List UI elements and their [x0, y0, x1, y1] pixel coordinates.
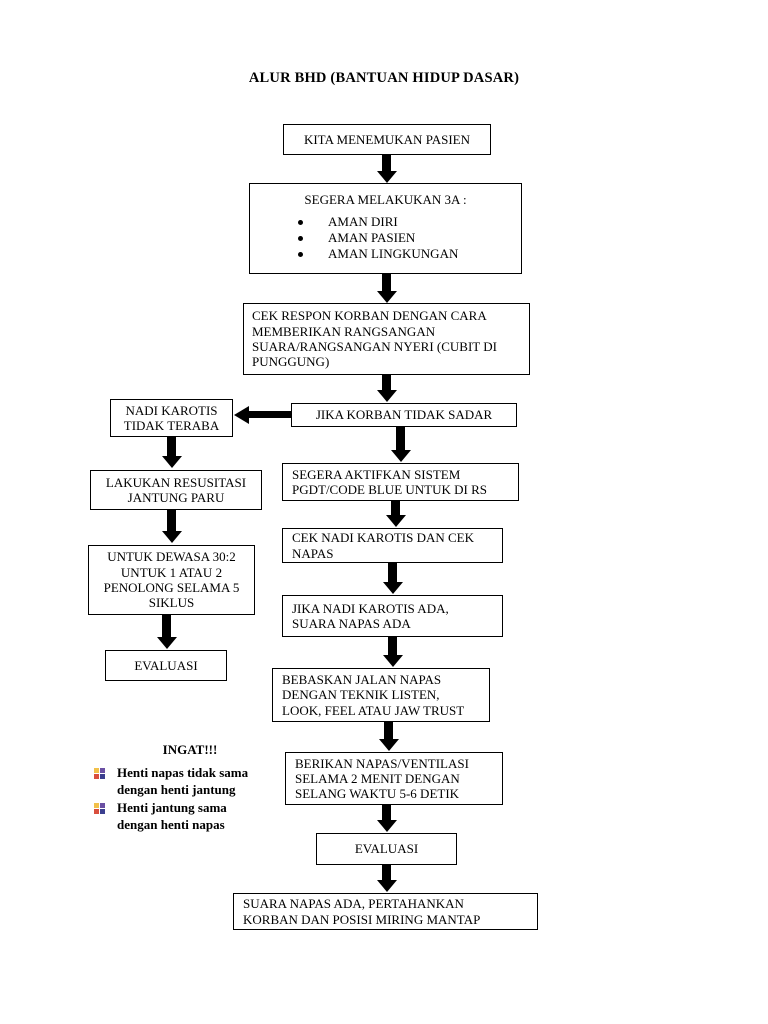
node-text-line-2: SUARA NAPAS ADA [292, 616, 411, 631]
node-text-line-1: LAKUKAN RESUSITASI [105, 474, 247, 490]
note-block: Henti napas tidak sama dengan henti jant… [92, 765, 277, 835]
note-item-line-2: dengan henti jantung [117, 781, 236, 797]
node-text-line-3: SUARA/RANGSANGAN NYERI (CUBIT DI [252, 339, 497, 354]
node-lakukan-resusitasi-jantung-paru: LAKUKAN RESUSITASI JANTUNG PARU [90, 470, 262, 510]
colored-square-bullet-icon [94, 768, 105, 779]
note-item-line-1: Henti napas tidak sama [117, 765, 249, 780]
node-text-line-1: NADI KAROTIS [125, 402, 218, 418]
node-untuk-dewasa-rasio: UNTUK DEWASA 30:2 UNTUK 1 ATAU 2 PENOLON… [88, 545, 255, 615]
connector-n10-to-n11 [388, 563, 397, 583]
node-text-line-2: SELAMA 2 MENIT DENGAN [295, 770, 460, 786]
page-title: ALUR BHD (BANTUAN HIDUP DASAR) [248, 70, 520, 86]
list-item: Henti jantung sama dengan henti napas [92, 800, 277, 834]
node-jika-korban-tidak-sadar: JIKA KORBAN TIDAK SADAR [291, 403, 517, 427]
connector-n9-to-n10 [391, 501, 400, 516]
connector-n5-to-n6 [167, 437, 176, 457]
node-text-line-4: PUNGGUNG) [252, 354, 330, 370]
list-item: AMAN LINGKUNGAN [298, 246, 515, 262]
node-text-line-1: UNTUK DEWASA 30:2 [107, 549, 236, 565]
node-text-line-2: UNTUK 1 ATAU 2 [120, 564, 223, 580]
node-evaluasi-right: EVALUASI [316, 833, 457, 865]
node-text: JIKA KORBAN TIDAK SADAR [315, 407, 493, 423]
node-segera-melakukan-3a: SEGERA MELAKUKAN 3A : AMAN DIRI AMAN PAS… [249, 183, 522, 274]
node-text-line-4: SIKLUS [148, 595, 195, 611]
node-text: EVALUASI [354, 841, 419, 857]
aman-list: AMAN DIRI AMAN PASIEN AMAN LINGKUNGAN [256, 214, 515, 263]
node-text-line-1: CEK RESPON KORBAN DENGAN CARA [252, 308, 487, 324]
node-text-line-3: PENOLONG SELAMA 5 [103, 580, 240, 595]
node-text-line-2: JANTUNG PARU [127, 490, 225, 505]
node-text-line-2: DENGAN TEKNIK LISTEN, [282, 687, 440, 703]
node-text-line-1: SEGERA AKTIFKAN SISTEM [292, 466, 461, 482]
connector-n14-to-n15 [382, 865, 391, 881]
node-berikan-napas-ventilasi: BERIKAN NAPAS/VENTILASI SELAMA 2 MENIT D… [285, 752, 503, 805]
node-text-line-2: PGDT/CODE BLUE UNTUK DI RS [292, 482, 487, 497]
node-text-line-3: LOOK, FEEL ATAU JAW TRUST [282, 702, 465, 718]
colored-square-bullet-icon [94, 802, 105, 814]
node-cek-respon-korban: CEK RESPON KORBAN DENGAN CARA MEMBERIKAN… [243, 303, 530, 375]
note-item-line-2: dengan henti napas [117, 816, 225, 832]
node-text-line-2: KORBAN DAN POSISI MIRING MANTAP [243, 911, 481, 927]
list-item-label: AMAN DIRI [328, 213, 398, 229]
connector-n11-to-n12 [388, 637, 397, 656]
node-text: KITA MENEMUKAN PASIEN [303, 131, 471, 147]
node-text-line-2: NAPAS [292, 545, 334, 561]
node-text-line-1: BERIKAN NAPAS/VENTILASI [295, 755, 469, 771]
list-item: Henti napas tidak sama dengan henti jant… [92, 765, 277, 799]
bullet-dot-icon [298, 235, 303, 241]
node-bebaskan-jalan-napas: BEBASKAN JALAN NAPAS DENGAN TEKNIK LISTE… [272, 668, 490, 722]
connector-n4-to-n9 [396, 427, 405, 451]
node-text-line-1: BEBASKAN JALAN NAPAS [282, 672, 442, 687]
list-item: AMAN DIRI [298, 214, 515, 230]
node-text-line-3: SELANG WAKTU 5-6 DETIK [295, 786, 460, 802]
node-text-line-2: MEMBERIKAN RANGSANGAN [252, 323, 436, 339]
list-item: AMAN PASIEN [298, 230, 515, 246]
node-suara-napas-ada-pertahankan: SUARA NAPAS ADA, PERTAHANKAN KORBAN DAN … [233, 893, 538, 930]
note-item-line-1: Henti jantung sama [117, 799, 227, 815]
node-text-line-2: TIDAK TERABA [123, 418, 220, 433]
connector-n7-to-n8 [162, 615, 171, 638]
node-text: EVALUASI [134, 657, 198, 673]
node-cek-nadi-karotis-cek-napas: CEK NADI KAROTIS DAN CEK NAPAS [282, 528, 503, 563]
node-evaluasi-left: EVALUASI [105, 650, 227, 681]
connector-n4-to-n5 [248, 411, 292, 418]
list-item-label: AMAN PASIEN [328, 229, 416, 245]
node-jika-nadi-karotis-ada: JIKA NADI KAROTIS ADA, SUARA NAPAS ADA [282, 595, 503, 637]
note-title: INGAT!!! [162, 742, 218, 757]
bullet-dot-icon [298, 252, 303, 258]
node-text-line-1: CEK NADI KAROTIS DAN CEK [292, 530, 474, 546]
node-text-line-1: JIKA NADI KAROTIS ADA, [292, 600, 449, 616]
connector-n6-to-n7 [167, 510, 176, 532]
connector-n2-to-n3 [382, 274, 391, 292]
connector-n1-to-n2 [382, 155, 391, 172]
node-nadi-karotis-tidak-teraba: NADI KAROTIS TIDAK TERABA [110, 399, 233, 437]
connector-n13-to-n14 [382, 805, 391, 821]
node-text-line-1: SUARA NAPAS ADA, PERTAHANKAN [243, 896, 464, 912]
note-list: Henti napas tidak sama dengan henti jant… [92, 765, 277, 834]
node-heading: SEGERA MELAKUKAN 3A : [304, 192, 467, 208]
list-item-label: AMAN LINGKUNGAN [328, 246, 459, 262]
connector-n3-to-n4 [382, 375, 391, 391]
connector-n12-to-n13 [384, 722, 393, 740]
node-kita-menemukan-pasien: KITA MENEMUKAN PASIEN [283, 124, 491, 155]
bullet-dot-icon [298, 219, 303, 225]
node-segera-aktifkan-sistem: SEGERA AKTIFKAN SISTEM PGDT/CODE BLUE UN… [282, 463, 519, 501]
